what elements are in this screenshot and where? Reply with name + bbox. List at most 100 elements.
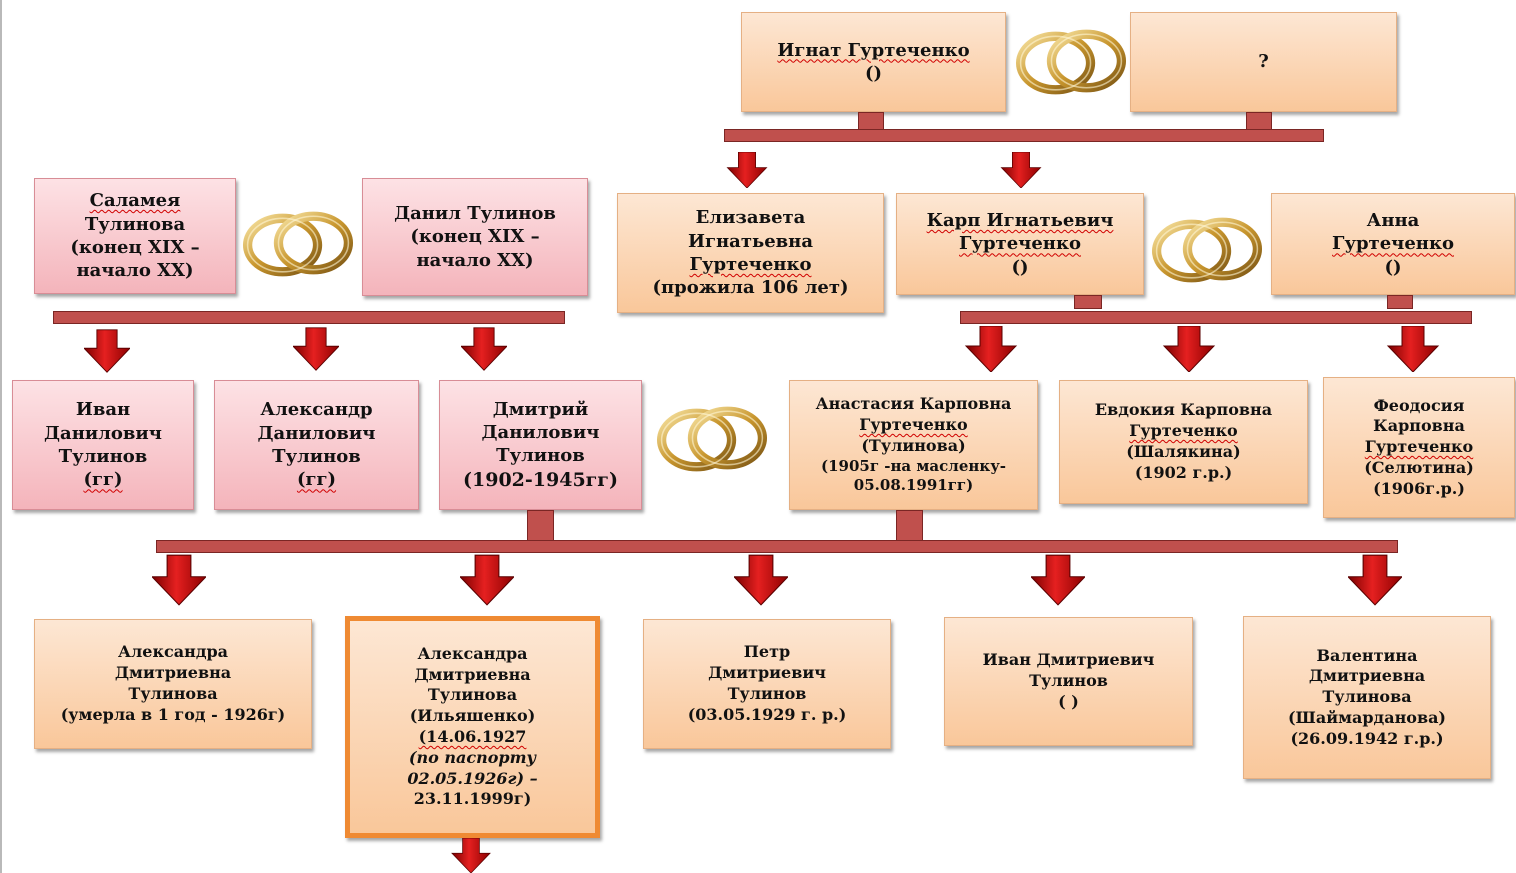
person-line: () [1011, 256, 1029, 278]
person-line: Тулинов [1029, 671, 1108, 691]
down-arrow-icon [152, 553, 206, 607]
window-edge [0, 0, 2, 873]
person-line: Александра [117, 642, 229, 662]
person-line: Александра [417, 643, 528, 663]
person-line: Анна [1366, 209, 1420, 231]
family-bar [53, 311, 565, 324]
person-line: Тулинова [84, 213, 186, 235]
family-bar [724, 129, 1324, 142]
person-line: (Шалякина) [1126, 442, 1241, 461]
person-line: Карповна [1373, 416, 1465, 436]
person-line: (03.05.1929 г. р.) [687, 704, 847, 724]
person-line: начало XX) [416, 249, 534, 271]
connector-stub [1387, 295, 1413, 309]
down-arrow-icon [1031, 553, 1085, 607]
person-line: (26.09.1942 г.р.) [1290, 728, 1444, 748]
person-line: (прожила 106 лет) [652, 277, 849, 299]
connector-stub [527, 510, 554, 542]
person-line: Данилович [481, 421, 600, 443]
person-salameya[interactable]: Саламея Тулинова (конец XIX – начало XX) [34, 178, 236, 294]
person-line: (1905г -на масленку- [820, 456, 1007, 475]
person-danil[interactable]: Данил Тулинов (конец XIX – начало XX) [362, 178, 588, 296]
down-arrow-icon [964, 326, 1018, 372]
person-name: Игнат Гуртеченко [777, 39, 970, 61]
family-bar [156, 540, 1398, 553]
wedding-rings-icon [1150, 213, 1264, 285]
person-line: Дмитрий [492, 398, 589, 420]
person-line: (Селютина) [1364, 457, 1474, 477]
person-line: (гг) [296, 469, 337, 491]
person-line: Иван Дмитриевич [982, 650, 1155, 670]
connector-stub [896, 510, 923, 542]
down-arrow-icon [460, 553, 514, 607]
person-anastasia[interactable]: Анастасия Карповна Гуртеченко (Тулинова)… [789, 380, 1038, 510]
down-arrow-icon [734, 553, 788, 607]
person-line: (1902 г.р.) [1134, 462, 1233, 482]
person-anna[interactable]: Анна Гуртеченко () [1271, 193, 1515, 295]
person-dmitriy[interactable]: Дмитрий Данилович Тулинов (1902-1945гг) [439, 380, 642, 510]
person-line: (конец XIX – [70, 237, 200, 258]
person-line: Дмитриевна [1308, 666, 1426, 686]
person-line: Тулинова [427, 685, 518, 705]
person-line: (Тулинова) [861, 435, 966, 455]
down-arrow-icon [293, 326, 339, 372]
person-petr[interactable]: Петр Дмитриевич Тулинов (03.05.1929 г. р… [643, 619, 891, 749]
person-evdokia[interactable]: Евдокия Карповна Гуртеченко (Шалякина) (… [1059, 380, 1308, 504]
family-bar [960, 311, 1472, 324]
person-line: Игнатьевна [687, 230, 814, 252]
person-alexandra-1[interactable]: Александра Дмитриевна Тулинова (умерла в… [34, 619, 312, 749]
down-arrow-icon [461, 326, 507, 372]
person-ivan-danilovich[interactable]: Иван Данилович Тулинов (гг) [12, 380, 194, 510]
person-elizaveta[interactable]: Елизавета Игнатьевна Гуртеченко (прожила… [617, 193, 884, 313]
person-line: Саламея [89, 190, 181, 212]
person-karp[interactable]: Карп Игнатьевич Гуртеченко () [896, 193, 1144, 295]
wedding-rings-icon [241, 207, 355, 279]
person-alexandra-2-selected[interactable]: Александра Дмитриевна Тулинова (Ильяшенк… [345, 616, 600, 838]
person-line: Елизавета [695, 207, 806, 229]
person-line: Данилович [257, 422, 376, 444]
person-line: Гуртеченко [859, 415, 968, 435]
person-ivan-dmitrievich[interactable]: Иван Дмитриевич Тулинов ( ) [944, 617, 1193, 746]
person-line: Тулинов [727, 684, 807, 703]
person-line: (конец XIX – [410, 226, 540, 248]
connector-stub [1074, 295, 1102, 309]
person-line: (Шаймарданова) [1287, 707, 1446, 727]
person-line: Тулинова [1322, 687, 1412, 707]
person-line: Карп Игнатьевич [926, 209, 1114, 231]
person-line: Дмитриевна [114, 663, 232, 683]
person-line: (гг) [83, 469, 123, 491]
person-line: (14.06.1927 [418, 727, 527, 746]
person-line: Тулинова [128, 684, 218, 703]
person-unknown-wife[interactable]: ? [1130, 12, 1397, 112]
person-line: 05.08.1991гг) [853, 476, 974, 495]
down-arrow-icon [722, 152, 772, 188]
person-line: Гуртеченко [1129, 421, 1238, 441]
connector-stub [1246, 112, 1272, 130]
person-line: Гуртеченко [1332, 233, 1454, 255]
person-line: Дмитриевич [708, 663, 826, 683]
person-line: ( ) [1058, 691, 1079, 711]
person-valentina[interactable]: Валентина Дмитриевна Тулинова (Шаймардан… [1243, 616, 1491, 779]
down-arrow-icon [996, 152, 1046, 188]
person-line: Евдокия Карповна [1094, 400, 1273, 420]
person-line: 02.05.1926г) – [407, 768, 538, 788]
person-ignat[interactable]: Игнат Гуртеченко () [741, 12, 1006, 112]
person-line: Данил Тулинов [394, 202, 556, 224]
connector-stub [858, 112, 884, 130]
person-name: ? [1258, 51, 1269, 73]
person-line: (1902-1945гг) [463, 468, 618, 491]
person-line: Тулинов [58, 446, 148, 467]
person-line: Анастасия Карповна [815, 394, 1012, 414]
person-line: Дмитриевна [414, 664, 531, 684]
person-alexandr-danilovich[interactable]: Александр Данилович Тулинов (гг) [214, 380, 419, 510]
person-line: 23.11.1999г) [413, 789, 532, 809]
person-line: Гуртеченко [689, 254, 812, 275]
person-line: Гуртеченко [959, 233, 1081, 255]
person-line: Гуртеченко [1364, 437, 1474, 457]
person-line: Иван [75, 399, 131, 421]
person-line: Тулинов [272, 446, 361, 467]
person-line: () [1384, 256, 1402, 278]
person-line: Петр [743, 642, 791, 662]
down-arrow-icon [1162, 326, 1216, 372]
person-feodosia[interactable]: Феодосия Карповна Гуртеченко (Селютина) … [1323, 377, 1515, 518]
